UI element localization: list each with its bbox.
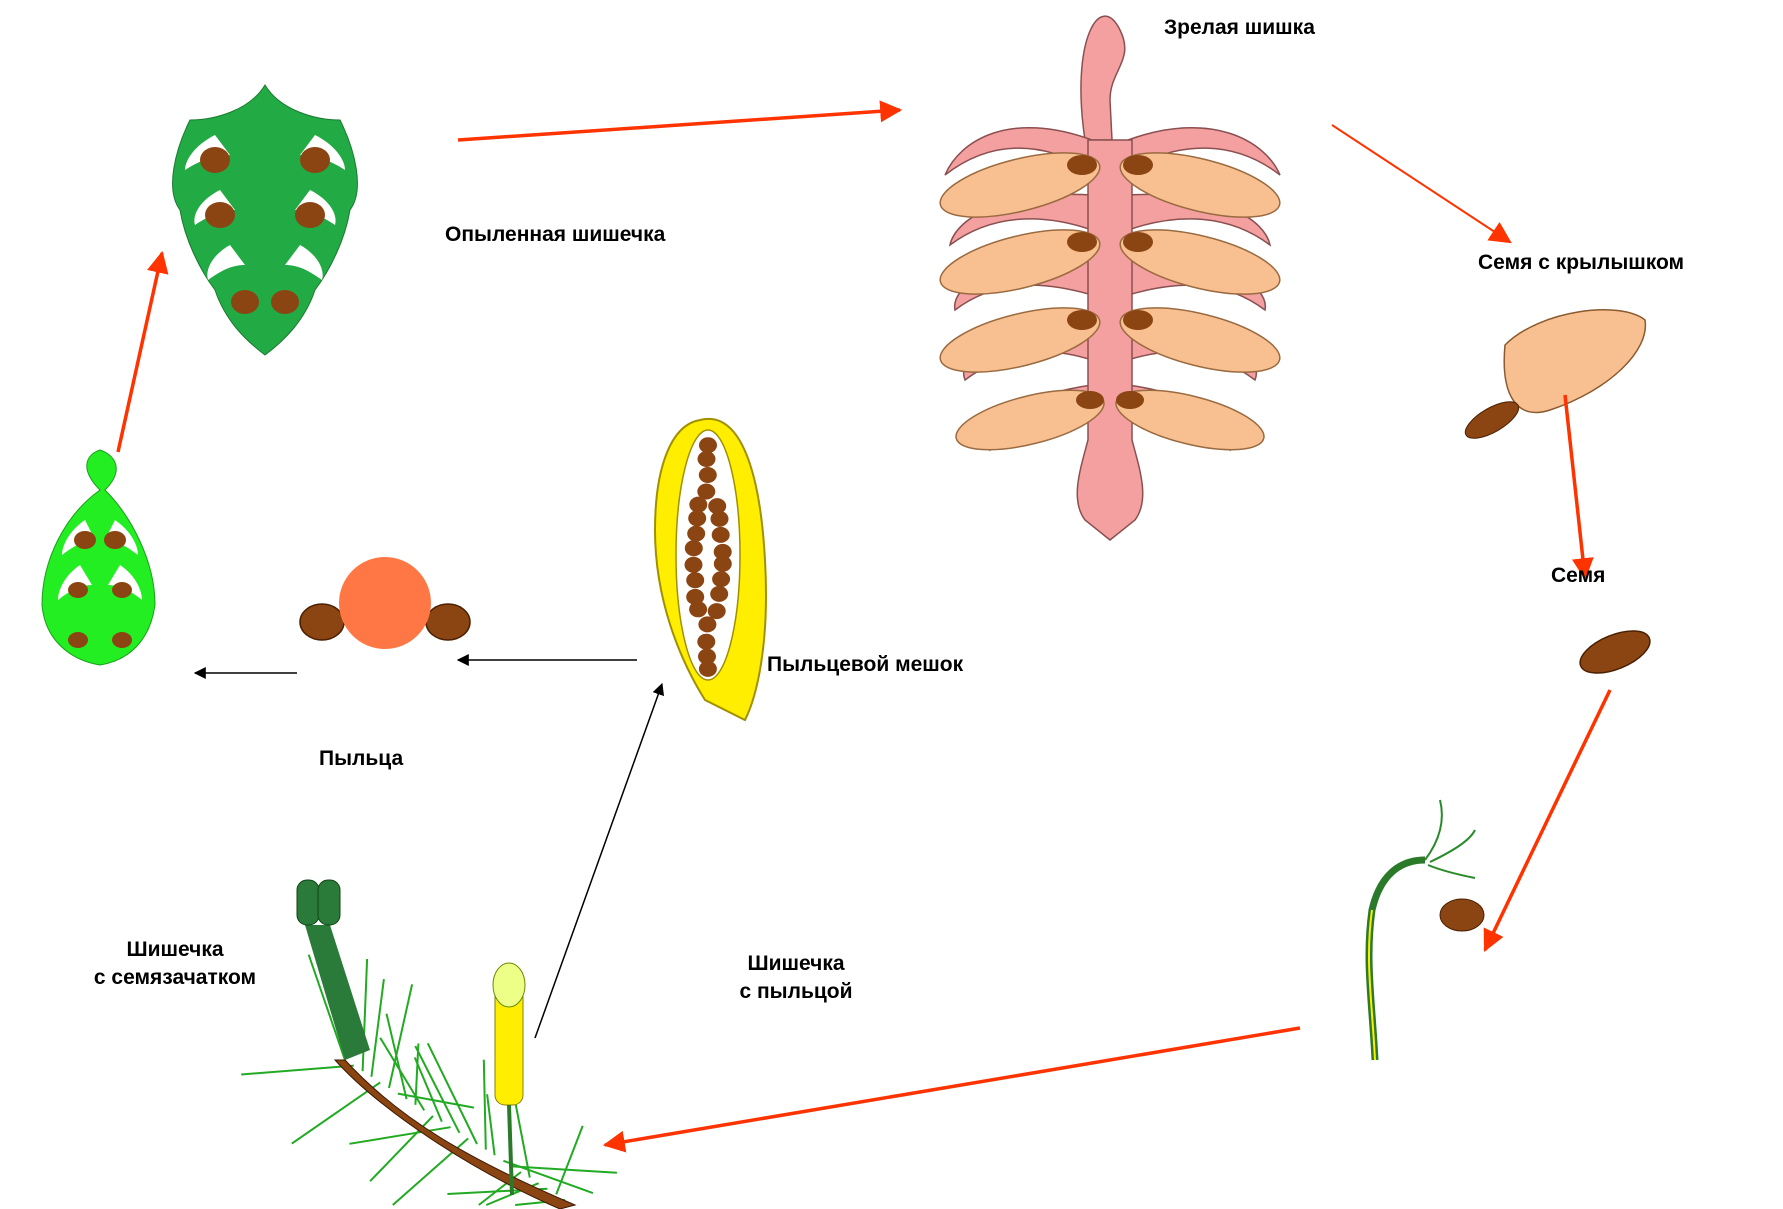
label-pollen-cone-line1: Шишечка: [706, 950, 886, 978]
pollen-sac-grain: [687, 526, 705, 542]
pollen-grain-illustration: [300, 557, 470, 649]
label-mature-cone: Зрелая шишка: [1164, 14, 1315, 42]
label-pollen-cone: Шишечка с пыльцой: [706, 950, 886, 1007]
pine-needle: [487, 1094, 495, 1155]
label-pollinated-cone: Опыленная шишечка: [445, 221, 665, 249]
label-winged-seed: Семя с крылышком: [1478, 249, 1684, 277]
pollen-sac-grain: [686, 572, 704, 588]
arrow-pollinated-to-mature: [458, 110, 900, 140]
label-ovule-cone: Шишечка с семязачатком: [65, 936, 285, 993]
pine-needle: [370, 1116, 433, 1181]
young-ovulate-cone-illustration: [42, 450, 155, 665]
pine-needle: [371, 979, 384, 1077]
pollen-sac-grain: [698, 451, 716, 467]
winged-seed-illustration: [1460, 310, 1645, 446]
pollen-sac-grain: [699, 437, 717, 453]
mature-cone-illustration: [934, 16, 1286, 540]
arrow-young-to-pollinated: [118, 253, 162, 452]
pollen-sac-grain: [689, 601, 707, 617]
label-seed: Семя: [1551, 562, 1605, 590]
arrow-branch-to-pollen-sac: [535, 684, 662, 1038]
label-ovule-cone-line1: Шишечка: [65, 936, 285, 964]
pollen-sac-grain: [685, 540, 703, 556]
arrow-seed-to-seedling: [1485, 690, 1610, 950]
label-pollen-sac: Пыльцевой мешок: [767, 651, 963, 679]
pollen-sac-grain: [714, 556, 732, 572]
pine-needle: [484, 1060, 486, 1150]
pollen-sac-grain: [710, 586, 728, 602]
pollen-sac-grain: [712, 571, 730, 587]
arrow-winged-seed-to-seed: [1565, 395, 1585, 578]
pollen-sac-grain: [699, 467, 717, 483]
pollinated-cone-illustration: [173, 85, 358, 355]
pine-needle: [241, 1066, 354, 1075]
pine-needle: [363, 959, 368, 1071]
label-pollen: Пыльца: [319, 745, 403, 773]
pollen-sac-grain: [712, 527, 730, 543]
arrow-seedling-to-branch: [605, 1028, 1300, 1145]
seed-illustration: [1574, 622, 1655, 681]
pollen-sac-grain: [685, 557, 703, 573]
label-ovule-cone-line2: с семязачатком: [65, 964, 285, 992]
pollen-sac-illustration: [655, 419, 766, 720]
pollen-sac-grain: [699, 661, 717, 677]
pollen-sac-grain: [697, 634, 715, 650]
pollen-sac-grain: [698, 616, 716, 632]
seedling-illustration: [1369, 800, 1484, 1060]
label-pollen-cone-line2: с пыльцой: [706, 978, 886, 1006]
pine-branch-illustration: [241, 880, 617, 1209]
pollen-sac-grain: [711, 511, 729, 527]
pollen-sac-grain: [688, 510, 706, 526]
pollen-sac-grain: [689, 497, 707, 513]
pine-needle: [415, 1046, 459, 1133]
arrow-mature-to-winged-seed: [1332, 125, 1510, 242]
pollen-sac-grain: [708, 603, 726, 619]
